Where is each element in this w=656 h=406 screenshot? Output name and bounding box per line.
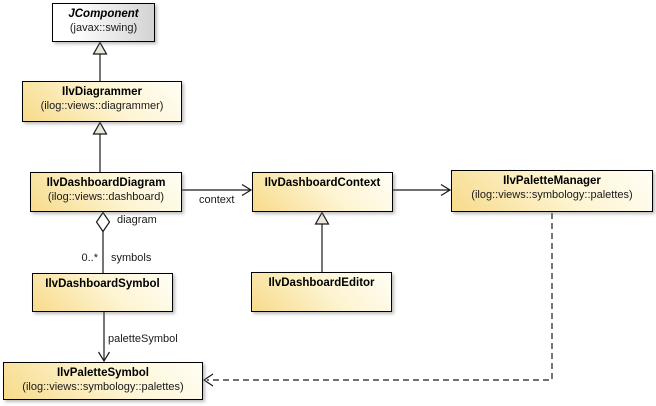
association-palettesymbol-arrow (97, 312, 111, 363)
class-ilvpalettesymbol-name: IlvPaletteSymbol (56, 367, 150, 379)
class-ilvdiagrammer-name: IlvDiagrammer (62, 86, 142, 98)
class-ilvpalettesymbol-package: (ilog::views::symbology::palettes) (22, 381, 184, 393)
association-context-arrow (182, 183, 253, 197)
class-ilvdashboardcontext-name: IlvDashboardContext (264, 177, 381, 189)
class-ilvpalettemanager: IlvPaletteManager (ilog::views::symbolog… (451, 170, 653, 212)
class-ilvdashboardeditor-name: IlvDashboardEditor (268, 277, 375, 289)
class-ilvpalettemanager-name: IlvPaletteManager (503, 175, 601, 187)
dependency-palettemanager-to-palettesymbol (202, 213, 553, 387)
aggregation-diagram-symbols (95, 211, 111, 273)
generalization-diagrammer-to-jcomponent (92, 41, 108, 81)
class-ilvdashboarddiagram-package: (ilog::views::dashboard) (47, 191, 165, 203)
class-ilvdashboarddiagram: IlvDashboardDiagram (ilog::views::dashbo… (30, 172, 182, 212)
aggregation-diamond (95, 211, 111, 233)
generalization-dashboardeditor-to-dashboardcontext (314, 211, 330, 272)
class-ilvdashboardeditor: IlvDashboardEditor (251, 272, 392, 312)
class-jcomponent-name: JComponent (68, 8, 139, 20)
association-context-to-palettemanager-arrow (393, 183, 452, 197)
class-jcomponent-package: (javax::swing) (69, 22, 138, 34)
class-ilvdashboardsymbol-name: IlvDashboardSymbol (45, 278, 160, 290)
class-ilvdashboardsymbol: IlvDashboardSymbol (32, 273, 173, 312)
class-ilvdiagrammer-package: (ilog::views::diagrammer) (40, 100, 164, 112)
generalization-dashboarddiagram-to-diagrammer (92, 121, 108, 172)
class-ilvpalettemanager-package: (ilog::views::symbology::palettes) (471, 189, 633, 201)
class-ilvdashboarddiagram-name: IlvDashboardDiagram (46, 177, 166, 189)
edge-label-diagram: diagram (117, 214, 157, 226)
class-ilvpalettesymbol: IlvPaletteSymbol (ilog::views::symbology… (3, 362, 203, 400)
class-ilvdiagrammer: IlvDiagrammer (ilog::views::diagrammer) (22, 81, 182, 122)
edge-label-multiplicity: 0..* (81, 252, 98, 264)
class-ilvdashboardcontext: IlvDashboardContext (252, 172, 393, 212)
edge-label-context: context (199, 194, 235, 206)
edge-label-symbols: symbols (111, 252, 152, 264)
edge-label-palettesymbol: paletteSymbol (108, 333, 178, 345)
class-jcomponent: JComponent (javax::swing) (52, 3, 155, 42)
